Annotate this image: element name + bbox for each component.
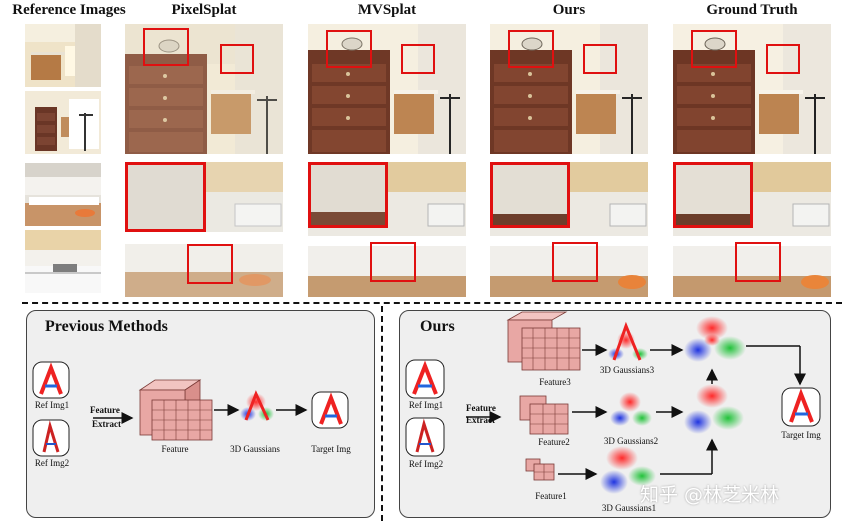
title-reference-images: Reference Images xyxy=(12,2,126,18)
highlight-box xyxy=(220,44,254,74)
ours-feature-extract-label-line1: Feature xyxy=(466,403,496,413)
render-ours-bathroom xyxy=(490,24,648,154)
reference-image-kitchen-1 xyxy=(25,163,101,226)
render-ours-kitchen xyxy=(490,162,648,297)
feature-cube-icon xyxy=(138,379,213,441)
feature-extract-label-line1: Feature xyxy=(90,405,120,415)
ours-ref-img1-label: Ref Img1 xyxy=(408,400,444,410)
reference-image-kitchen-2 xyxy=(25,230,101,293)
target-img-icon xyxy=(311,391,349,429)
merged-gaussians-top-icon xyxy=(684,316,746,362)
title-ours: Ours xyxy=(552,2,586,18)
highlight-box xyxy=(735,242,781,282)
previous-methods-title: Previous Methods xyxy=(45,318,168,335)
ref-img1-icon xyxy=(32,361,70,399)
highlight-box xyxy=(187,244,233,284)
highlight-box xyxy=(401,44,435,74)
gaussians1-label: 3D Gaussians1 xyxy=(601,503,657,513)
highlight-box xyxy=(490,162,570,228)
ours-title: Ours xyxy=(420,318,455,335)
watermark: 知乎 @林芝米林 xyxy=(640,484,780,506)
highlight-box xyxy=(552,242,598,282)
ground-truth-kitchen xyxy=(673,162,831,297)
ours-ref-img2-icon xyxy=(405,417,445,457)
highlight-box xyxy=(370,242,416,282)
target-img-label: Target Img xyxy=(311,444,351,454)
highlight-box xyxy=(508,30,554,68)
title-mvsplat: MVSplat xyxy=(357,2,417,18)
merged-gaussians-middle-icon xyxy=(684,384,744,434)
gaussians2-icon xyxy=(610,392,652,426)
gaussians3-label: 3D Gaussians3 xyxy=(599,365,655,375)
feature2-cube-icon xyxy=(519,395,569,435)
render-pixelsplat-kitchen xyxy=(125,162,283,297)
ref-img2-icon xyxy=(32,419,70,457)
gaussians-label: 3D Gaussians xyxy=(230,444,280,454)
feature-extract-label-line2: Extract xyxy=(92,419,121,429)
feature1-label: Feature1 xyxy=(535,491,567,501)
highlight-box xyxy=(691,30,737,68)
highlight-box xyxy=(308,162,388,228)
gaussians2-label: 3D Gaussians2 xyxy=(603,436,659,446)
title-pixelsplat: PixelSplat xyxy=(171,2,237,18)
render-mvsplat-bathroom xyxy=(308,24,466,154)
feature2-label: Feature2 xyxy=(538,437,570,447)
ref-img2-label: Ref Img2 xyxy=(34,458,70,468)
ours-ref-img1-icon xyxy=(405,359,445,399)
ours-target-img-icon xyxy=(781,387,821,427)
ours-feature-extract-label-line2: Extract xyxy=(466,415,495,425)
feature3-cube-icon xyxy=(506,311,581,371)
ours-ref-img2-label: Ref Img2 xyxy=(408,459,444,469)
render-pixelsplat-bathroom xyxy=(125,24,283,154)
highlight-box xyxy=(673,162,753,228)
highlight-box xyxy=(766,44,800,74)
reference-image-bathroom-1 xyxy=(25,24,101,87)
highlight-box xyxy=(326,30,372,68)
vertical-dashed-divider xyxy=(381,306,383,521)
gaussians-icon xyxy=(240,390,274,421)
gaussians1-icon xyxy=(600,446,656,494)
title-ground-truth: Ground Truth xyxy=(706,2,798,18)
feature-label: Feature xyxy=(161,444,189,454)
feature1-cube-icon xyxy=(525,458,555,481)
highlight-box xyxy=(125,162,206,232)
gaussians3-icon xyxy=(608,321,648,361)
feature3-label: Feature3 xyxy=(539,377,571,387)
ref-img1-label: Ref Img1 xyxy=(34,400,70,410)
highlight-box xyxy=(143,28,189,66)
render-mvsplat-kitchen xyxy=(308,162,466,297)
horizontal-dashed-divider xyxy=(22,302,842,304)
ours-target-img-label: Target Img xyxy=(781,430,821,440)
ground-truth-bathroom xyxy=(673,24,831,154)
reference-image-bathroom-2 xyxy=(25,91,101,154)
highlight-box xyxy=(583,44,617,74)
